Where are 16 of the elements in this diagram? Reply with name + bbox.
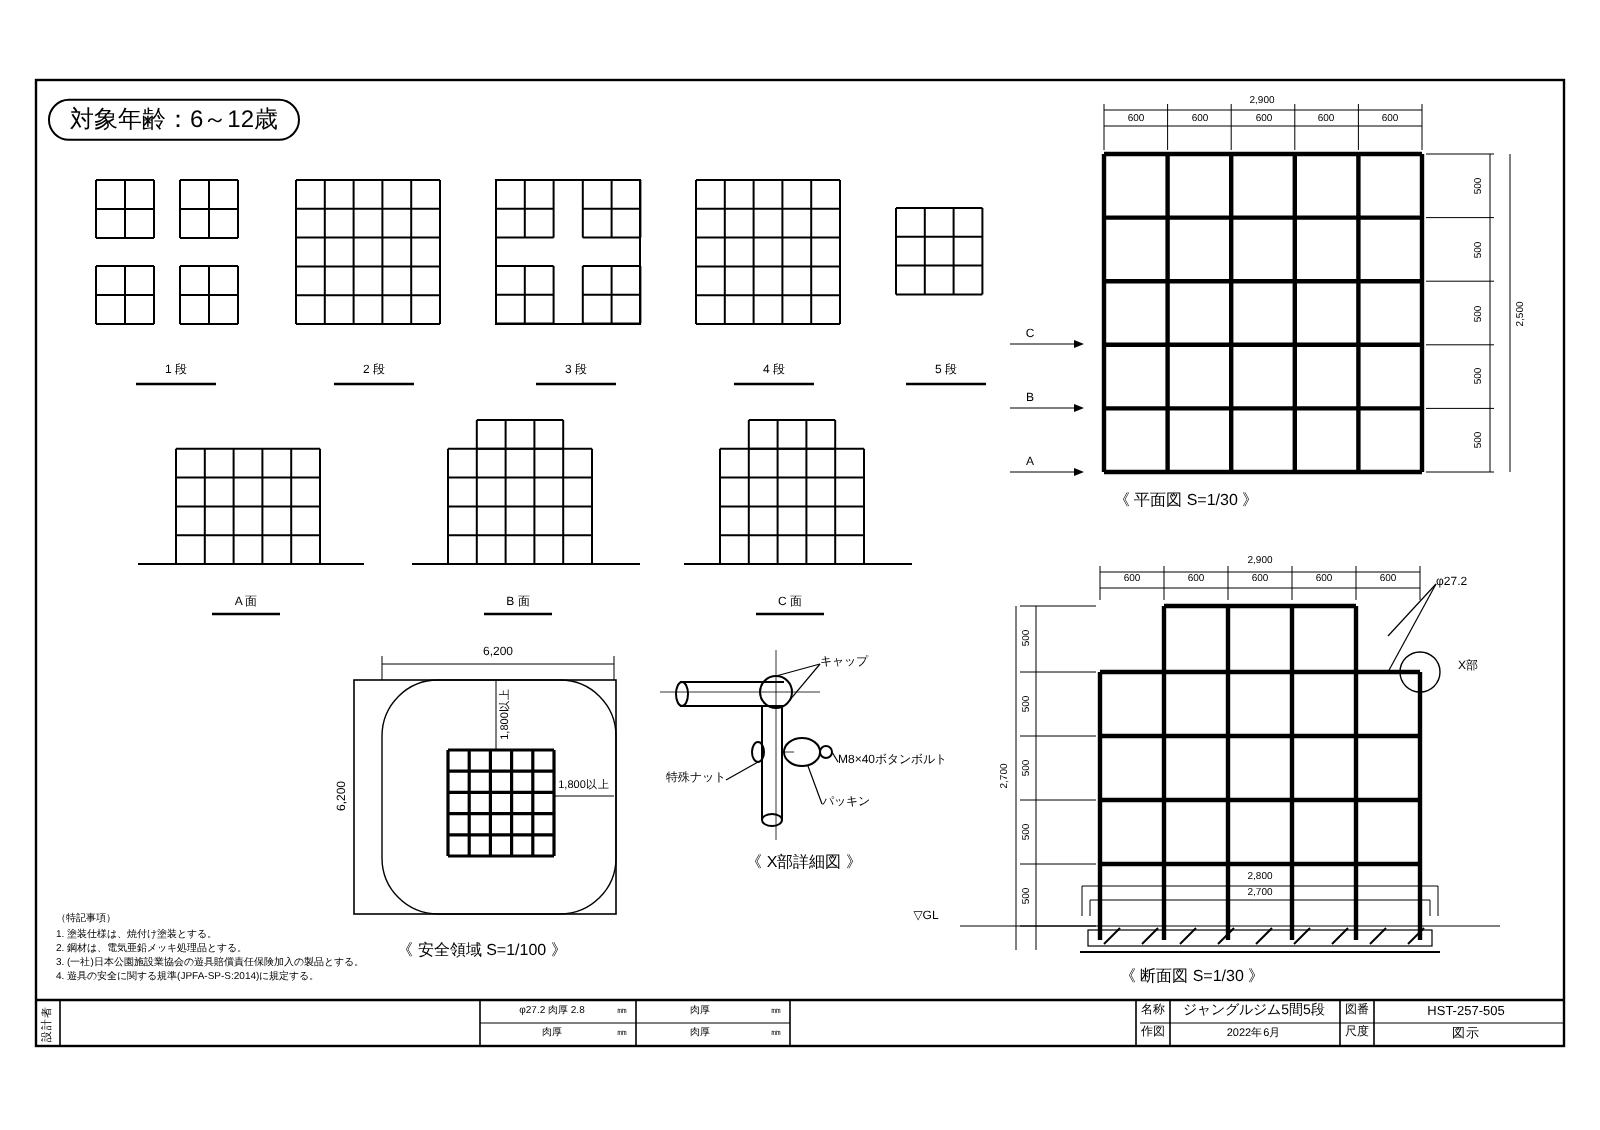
- view-caption: 《 安全領域 S=1/100 》: [397, 943, 567, 961]
- view-caption: 《 平面図 S=1/30 》: [1113, 493, 1259, 511]
- packing-ring: [783, 737, 821, 767]
- bolt-head: [819, 745, 833, 759]
- target-age-badge: 対象年齢：6～12歳: [47, 98, 301, 142]
- pipe-cap: [759, 675, 793, 709]
- leader-line: [831, 751, 839, 763]
- leader-line: [807, 764, 823, 805]
- leader-line: [725, 761, 759, 781]
- leader-line: [775, 663, 821, 677]
- special-nut: [751, 741, 765, 763]
- view-caption: 《 断面図 S=1/30 》: [1119, 969, 1265, 987]
- leader-line: [1387, 583, 1437, 637]
- view-caption: 《 X部詳細図 》: [746, 855, 862, 873]
- leader-line: [789, 663, 821, 701]
- leader-line: [1387, 583, 1437, 673]
